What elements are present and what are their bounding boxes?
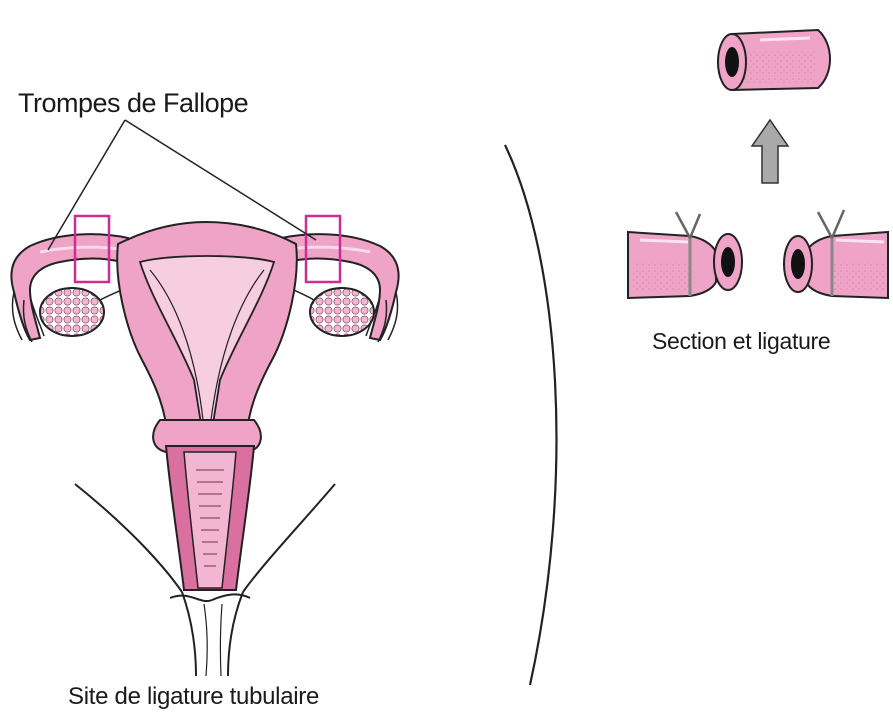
right-ovary xyxy=(310,288,374,336)
right-inner-leg xyxy=(228,592,243,676)
vulva-outline xyxy=(170,594,250,601)
inner-leg-detail-2 xyxy=(220,604,222,676)
left-inner-leg xyxy=(182,592,196,676)
left-ligated-stump xyxy=(628,212,742,298)
cut-tube-segment xyxy=(718,30,830,90)
divider-curve xyxy=(505,145,556,685)
left-thigh-line xyxy=(75,484,182,592)
right-ligated-stump xyxy=(784,210,888,298)
section-ligature-illustration xyxy=(628,30,888,298)
up-arrow-icon xyxy=(752,120,788,183)
uterus-illustration xyxy=(11,120,398,676)
right-thigh-line xyxy=(243,484,335,592)
left-ovary xyxy=(40,288,104,336)
fallopian-tubes-label: Trompes de Fallope xyxy=(18,88,248,119)
ligation-site-label: Site de ligature tubulaire xyxy=(68,683,319,711)
inner-leg-detail xyxy=(204,604,207,676)
leader-line-left xyxy=(48,120,125,250)
section-ligature-label: Section et ligature xyxy=(652,328,830,355)
